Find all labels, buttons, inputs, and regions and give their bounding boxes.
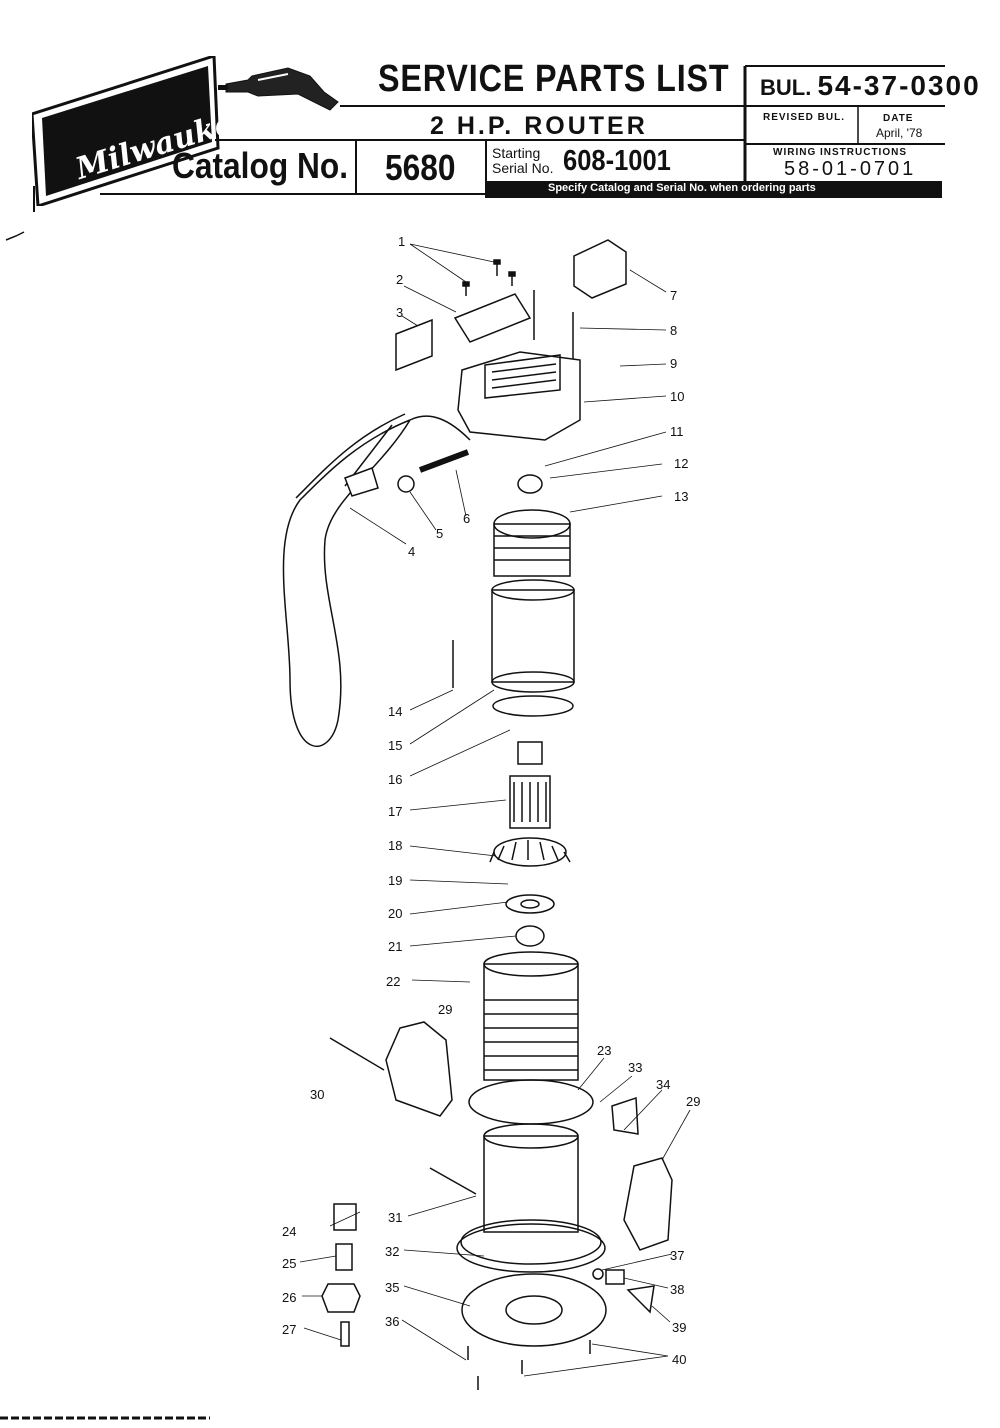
scale-part-34 [611, 1096, 639, 1135]
field-part-13 [493, 509, 571, 577]
revised-bulletin-label: REVISED BUL. [763, 112, 846, 123]
handle-part-29-right [623, 1157, 673, 1251]
document-title: SERVICE PARTS LIST [378, 58, 730, 100]
screw-part-40 [467, 1340, 591, 1390]
wiring-instructions-label: WIRING INSTRUCTIONS [773, 147, 907, 158]
date-label: DATE [883, 113, 914, 124]
callout-8: 8 [670, 323, 678, 338]
callout-34: 34 [656, 1077, 671, 1092]
callout-37: 37 [670, 1248, 685, 1263]
callout-22: 22 [386, 974, 401, 989]
bearing-part-21 [515, 925, 545, 947]
callout-2: 2 [396, 272, 404, 287]
callout-40: 40 [672, 1352, 687, 1367]
callout-15: 15 [388, 738, 403, 753]
check-mark [5, 231, 25, 241]
callout-25: 25 [282, 1256, 297, 1271]
catalog-number: 5680 [385, 147, 456, 188]
spacer-part-38 [605, 1269, 625, 1285]
date-value: April, '78 [876, 126, 923, 140]
drill-icon [218, 67, 339, 111]
callout-21: 21 [388, 939, 403, 954]
callout-4: 4 [408, 544, 416, 559]
callout-20: 20 [388, 906, 403, 921]
threaded-housing-part-23 [468, 951, 594, 1125]
armature-part-17 [509, 741, 551, 829]
callout-10: 10 [670, 389, 685, 404]
callout-18: 18 [388, 838, 403, 853]
product-subtitle: 2 H.P. ROUTER [430, 112, 648, 140]
brush-spring-part-6 [418, 449, 470, 473]
callout-36: 36 [385, 1314, 400, 1329]
callout-1: 1 [398, 234, 406, 249]
header-rules [33, 65, 945, 212]
milwaukee-logo: Milwaukee [32, 56, 222, 206]
screw-part-1 [462, 259, 516, 296]
callout-17: 17 [388, 804, 403, 819]
callout-7: 7 [670, 288, 678, 303]
ordering-notice: Specify Catalog and Serial No. when orde… [548, 182, 816, 194]
callout-13: 13 [674, 489, 689, 504]
router-base-part-32 [456, 1123, 606, 1273]
bulletin-number: 54-37-0300 [817, 70, 981, 101]
sub-base-part-35 [461, 1273, 607, 1347]
washer-part-20 [505, 894, 555, 914]
bracket-part-3 [395, 318, 433, 372]
callout-31: 31 [388, 1210, 403, 1225]
serial-label: Serial No. [492, 160, 554, 176]
callout-38: 38 [670, 1282, 685, 1297]
nut-part-26 [321, 1283, 361, 1313]
callout-27: 27 [282, 1322, 297, 1337]
callout-9: 9 [670, 356, 678, 371]
screw-part-27 [340, 1321, 350, 1347]
screw-part-31 [429, 1167, 477, 1195]
plate-part-2 [453, 293, 532, 343]
screw-part-30 [329, 1037, 385, 1071]
callout-29-right: 29 [686, 1094, 701, 1109]
starting-serial-label: Starting Serial No. [492, 146, 553, 176]
notice-bar [486, 181, 942, 198]
callout-5: 5 [436, 526, 444, 541]
callout-3: 3 [396, 305, 404, 320]
callout-26: 26 [282, 1290, 297, 1305]
knob-part-39 [626, 1285, 655, 1314]
callout-11: 11 [670, 424, 684, 439]
callout-30: 30 [310, 1087, 325, 1102]
baffle-part-15 [492, 695, 574, 717]
bulletin-prefix: BUL. [760, 75, 812, 100]
power-cord-part-4 [282, 413, 471, 747]
callout-35: 35 [385, 1280, 400, 1295]
callout-33: 33 [628, 1060, 643, 1075]
leader-lines [299, 243, 691, 1377]
callout-32: 32 [385, 1244, 400, 1259]
motor-housing-part-10 [457, 351, 581, 441]
callout-19: 19 [388, 873, 403, 888]
callout-24: 24 [282, 1224, 297, 1239]
callout-39: 39 [672, 1320, 687, 1335]
bulletin: BUL. 54-37-0300 [760, 70, 981, 102]
callout-23: 23 [597, 1043, 612, 1058]
catalog-label: Catalog No. [172, 145, 349, 186]
bushing-part-5 [397, 475, 415, 493]
serial-number: 608-1001 [563, 145, 671, 177]
starting-label: Starting [492, 145, 541, 161]
washer-part-37 [592, 1268, 604, 1280]
switch-part-7 [573, 239, 627, 299]
callout-29-left: 29 [438, 1002, 453, 1017]
collet-part-24 [333, 1203, 357, 1231]
bearing-part-12 [517, 474, 543, 494]
callout-16: 16 [388, 772, 403, 787]
callout-12: 12 [674, 456, 689, 471]
callout-14: 14 [388, 704, 403, 719]
field-housing-cylinder [491, 589, 575, 683]
wiring-instructions-number: 58-01-0701 [784, 158, 917, 180]
collet-part-25 [335, 1243, 353, 1271]
document-header: Milwaukee SERVICE PARTS LIST 2 H.P. ROUT… [0, 0, 1000, 220]
callout-6: 6 [463, 511, 471, 526]
handle-part-29-left [385, 1021, 453, 1117]
